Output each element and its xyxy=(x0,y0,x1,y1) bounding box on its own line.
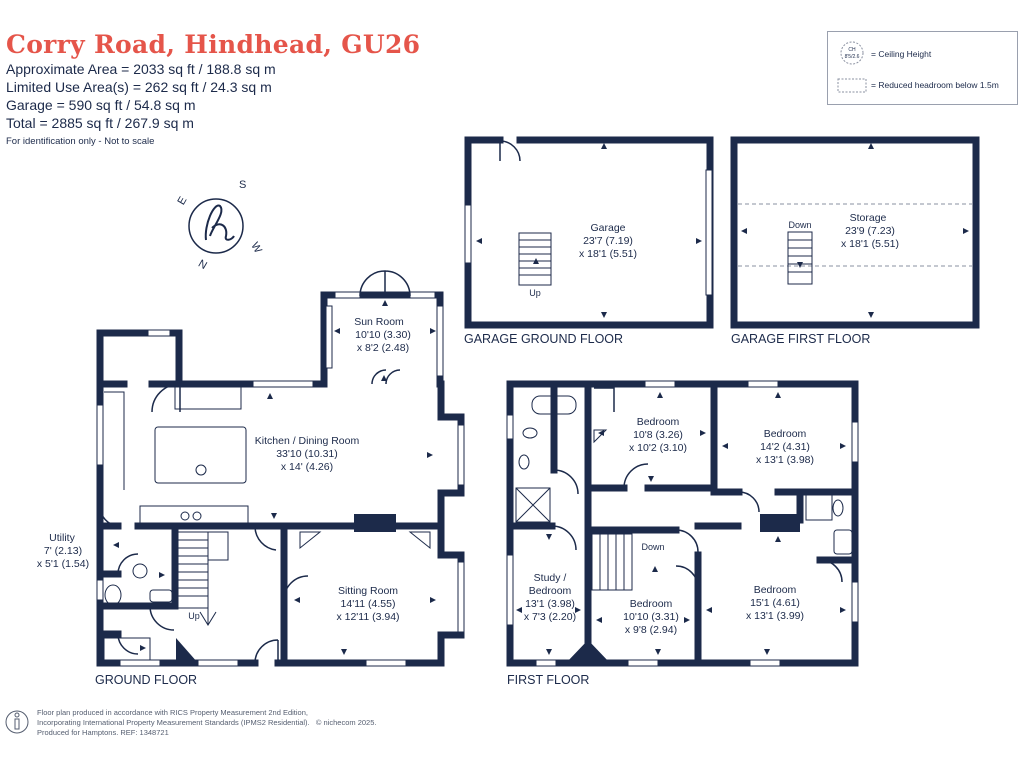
study-dim2: x 7'3 (2.20) xyxy=(524,611,576,623)
reduced-headroom-label: = Reduced headroom below 1.5m xyxy=(871,80,999,90)
bedroom3-dim2: x 9'8 (2.94) xyxy=(625,624,677,636)
bedroom4-dim1: 15'1 (4.61) xyxy=(750,597,800,609)
legend: CH 8'5/2.6 = Ceiling Height = Reduced he… xyxy=(827,31,1018,105)
svg-text:CH: CH xyxy=(848,47,856,53)
reduced-headroom-swatch xyxy=(837,78,867,93)
garage-ground-floor-label: GARAGE GROUND FLOOR xyxy=(464,332,623,346)
garage-dim1: 23'7 (7.19) xyxy=(583,235,633,247)
bedroom2-dim1: 14'2 (4.31) xyxy=(760,441,810,453)
first-stair-down: Down xyxy=(641,542,664,552)
garage-ground-floor-plan xyxy=(464,136,714,329)
study-name1: Study / xyxy=(534,572,567,584)
garage-area: Garage = 590 sq ft / 54.8 sq m xyxy=(6,97,196,113)
garage-first-floor-plan xyxy=(730,136,980,329)
compass-n: N xyxy=(196,258,209,272)
study-dim1: 13'1 (3.98) xyxy=(525,598,575,610)
copyright: © nichecom 2025. xyxy=(315,718,377,727)
sun-room-dim1: 10'10 (3.30) xyxy=(355,329,411,341)
storage-stair-down: Down xyxy=(788,220,811,230)
approx-area: Approximate Area = 2033 sq ft / 188.8 sq… xyxy=(6,61,276,77)
ground-floor-label: GROUND FLOOR xyxy=(95,673,197,687)
utility-dim2: x 5'1 (1.54) xyxy=(37,558,89,570)
utility-dim1: 7' (2.13) xyxy=(44,545,82,557)
bedroom2-name: Bedroom xyxy=(764,428,807,440)
limited-use-area: Limited Use Area(s) = 262 sq ft / 24.3 s… xyxy=(6,79,272,95)
sun-room-dim2: x 8'2 (2.48) xyxy=(357,342,409,354)
disclaimer: For identification only - Not to scale xyxy=(6,136,155,147)
storage-dim1: 23'9 (7.23) xyxy=(845,225,895,237)
compass-s: S xyxy=(239,179,246,191)
compass-w: W xyxy=(248,240,264,256)
garage-name: Garage xyxy=(590,222,625,234)
bedroom2-dim2: x 13'1 (3.98) xyxy=(756,454,814,466)
footer-line3: Produced for Hamptons. REF: 1348721 xyxy=(37,728,169,737)
footer-notes: Floor plan produced in accordance with R… xyxy=(37,708,376,738)
person-scale-icon xyxy=(5,710,29,734)
total-area: Total = 2885 sq ft / 267.9 sq m xyxy=(6,115,194,131)
study-name2: Bedroom xyxy=(529,585,572,597)
sitting-dim2: x 12'11 (3.94) xyxy=(336,611,399,623)
storage-dim2: x 18'1 (5.51) xyxy=(841,238,899,250)
garage-stair-up: Up xyxy=(529,288,541,298)
ceiling-height-label: = Ceiling Height xyxy=(871,49,932,59)
bedroom4-name: Bedroom xyxy=(754,584,797,596)
bedroom1-dim2: x 10'2 (3.10) xyxy=(629,442,687,454)
compass-logo-icon: S E W N xyxy=(175,179,264,272)
first-floor-label: FIRST FLOOR xyxy=(507,673,589,687)
bedroom1-name: Bedroom xyxy=(637,416,680,428)
sitting-name: Sitting Room xyxy=(338,585,398,597)
garage-first-floor-label: GARAGE FIRST FLOOR xyxy=(731,332,870,346)
svg-text:8'5/2.6: 8'5/2.6 xyxy=(845,54,860,60)
sitting-dim1: 14'11 (4.55) xyxy=(341,598,396,610)
bedroom3-dim1: 10'10 (3.31) xyxy=(623,611,679,623)
bedroom3-name: Bedroom xyxy=(630,598,673,610)
utility-name: Utility xyxy=(49,532,75,544)
sun-room-name: Sun Room xyxy=(354,316,404,328)
kitchen-dim2: x 14' (4.26) xyxy=(281,461,333,473)
footer-line2: Incorporating International Property Mea… xyxy=(37,718,377,727)
kitchen-name: Kitchen / Dining Room xyxy=(255,435,360,447)
ceiling-height-badge-icon: CH 8'5/2.6 xyxy=(837,41,867,93)
compass-e: E xyxy=(175,195,189,207)
first-floor-plan xyxy=(506,380,859,667)
ground-stair-up: Up xyxy=(188,611,200,621)
property-title: Corry Road, Hindhead, GU26 xyxy=(6,30,421,59)
room-labels: Sun Room 10'10 (3.30) x 8'2 (2.48) Kitch… xyxy=(37,212,899,636)
ground-floor-plan xyxy=(96,270,465,667)
garage-dim2: x 18'1 (5.51) xyxy=(579,248,637,260)
kitchen-dim1: 33'10 (10.31) xyxy=(276,448,338,460)
storage-name: Storage xyxy=(850,212,887,224)
bedroom4-dim2: x 13'1 (3.99) xyxy=(746,610,804,622)
footer-line1: Floor plan produced in accordance with R… xyxy=(37,708,308,717)
bedroom1-dim1: 10'8 (3.26) xyxy=(633,429,683,441)
